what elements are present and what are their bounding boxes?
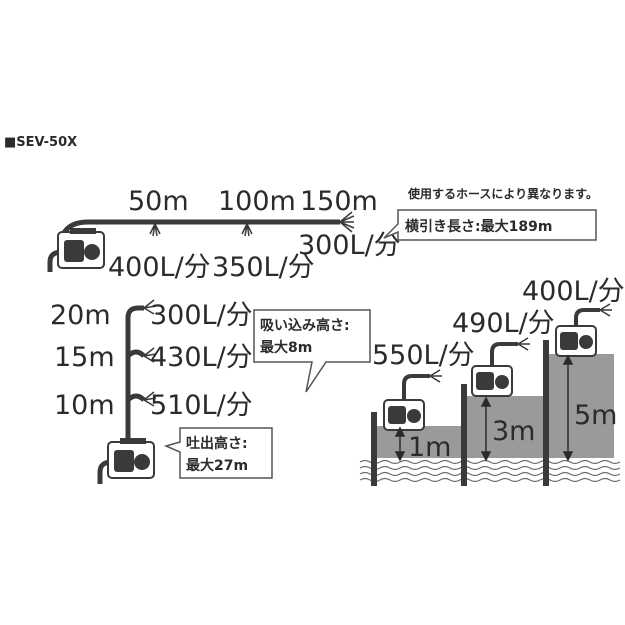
- ground-block: [376, 354, 614, 458]
- flow-label: 430L/分: [150, 342, 253, 373]
- discharge-hoses: [402, 308, 600, 400]
- depth-label: 3m: [492, 416, 535, 447]
- suction-section: 1m 3m 5m 550L/分 490L/分 400L/分 吸い込み高さ: 最大…: [253, 276, 625, 486]
- flow-label: 300L/分: [298, 230, 401, 261]
- horizontal-section: 50m 100m 150m 400L/分 350L/分 300L/分 使用するホ…: [47, 186, 598, 283]
- flow-label: 510L/分: [150, 390, 253, 421]
- height-label: 20m: [50, 300, 111, 331]
- distance-label: 100m: [218, 186, 296, 217]
- flow-label: 400L/分: [108, 252, 211, 283]
- flow-label: 300L/分: [150, 300, 253, 331]
- depth-label: 1m: [408, 432, 451, 463]
- suction-pipes: [371, 340, 549, 486]
- horizontal-length-callout: 横引き長さ:最大189m: [383, 209, 597, 241]
- pump-icon: [555, 325, 597, 357]
- pump-icon: [57, 228, 105, 269]
- pump-icon: [471, 365, 513, 397]
- depth-arrows: [394, 354, 574, 462]
- discharge-height-line2: 最大27m: [186, 457, 248, 474]
- flow-label: 490L/分: [452, 308, 555, 339]
- distance-label: 50m: [128, 186, 189, 217]
- spray-icon: [429, 303, 612, 383]
- spray-icon: [149, 211, 355, 237]
- suction-height-callout: 吸い込み高さ: 最大8m: [253, 309, 371, 393]
- suction-height-line1: 吸い込み高さ:: [260, 317, 350, 334]
- model-label: ■SEV-50X: [4, 135, 77, 150]
- flow-label: 350L/分: [212, 252, 315, 283]
- flow-label: 550L/分: [372, 340, 475, 371]
- vertical-hose: [125, 305, 146, 445]
- horizontal-length-text: 横引き長さ:最大189m: [405, 218, 552, 235]
- distance-label: 150m: [300, 186, 378, 217]
- vertical-section: 20m 15m 10m 300L/分 430L/分 510L/分 吐出高さ: 最…: [50, 299, 273, 484]
- height-label: 10m: [54, 390, 115, 421]
- discharge-height-callout: 吐出高さ: 最大27m: [163, 427, 273, 479]
- pump-icon: [383, 399, 425, 431]
- flow-label: 400L/分: [522, 276, 625, 307]
- suction-height-line2: 最大8m: [260, 339, 312, 356]
- hose-note: 使用するホースにより異なります。: [407, 186, 598, 201]
- water-waves: [359, 459, 621, 483]
- depth-label: 5m: [574, 400, 617, 431]
- discharge-height-line1: 吐出高さ:: [186, 435, 248, 452]
- pump-icon: [107, 438, 155, 479]
- height-label: 15m: [54, 342, 115, 373]
- spray-icon: [143, 299, 157, 407]
